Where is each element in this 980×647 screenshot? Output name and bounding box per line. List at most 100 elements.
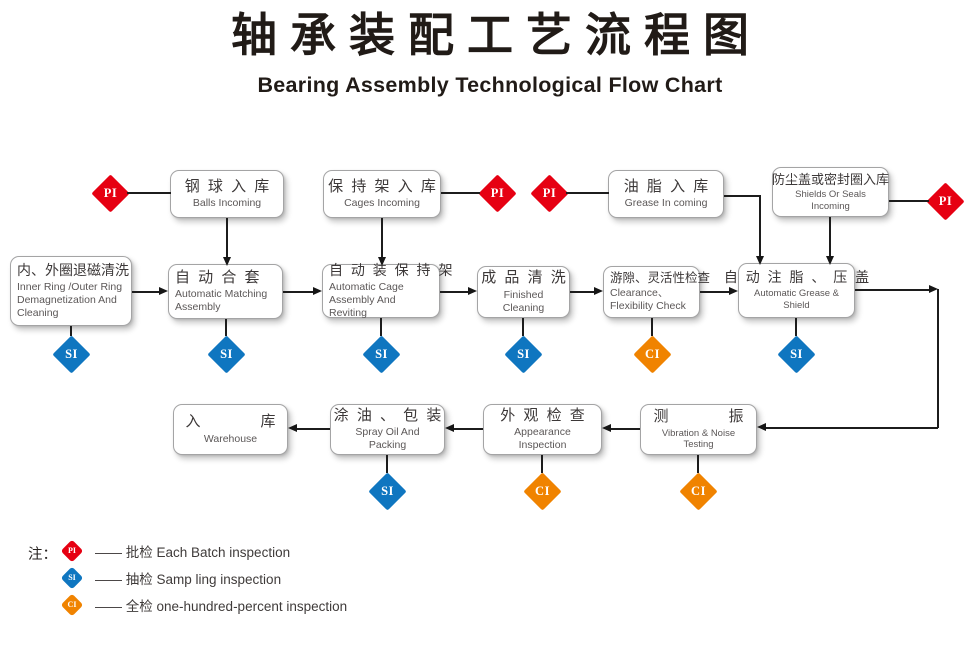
node-label-zh: 自 动 装 保 持 架 — [329, 262, 453, 279]
node-cage-assembly: 自 动 装 保 持 架 Automatic Cage Assembly And … — [322, 262, 452, 319]
node-label-zh: 内、外圈退磁清洗 — [17, 262, 129, 279]
edge-shields-to-grease-shield — [829, 217, 831, 256]
si-marker-icon: SI — [60, 566, 83, 590]
node-label-en: Cages Incoming — [344, 197, 420, 210]
edge-clearance-to-grease-shield — [700, 291, 730, 293]
node-appearance-inspection: 外 观 检 查 Appearance Inspection — [483, 404, 602, 455]
arrowhead-down — [755, 256, 764, 265]
node-label-zh: 游隙、灵活性检查 — [610, 270, 711, 285]
node-label-zh: 测 振 — [653, 407, 744, 425]
node-label-zh: 外 观 检 查 — [500, 406, 585, 424]
stem-cage-assembly-si — [380, 318, 382, 336]
node-label-en: Spray Oil And Packing — [355, 426, 420, 452]
node-grease-and-shield: 自 动 注 脂 、 压 盖 Automatic Grease & Shield — [724, 263, 869, 318]
node-clearance-check: 游隙、灵活性检查 Clearance、 Flexibility Check — [603, 266, 710, 318]
node-label-en: Clearance、 Flexibility Check — [610, 287, 686, 313]
node-finished-cleaning: 成 品 清 洗 Finished Cleaning — [477, 266, 570, 318]
legend-item-text: —— 全检 one-hundred-percent inspection — [95, 599, 348, 614]
legend-note-label: 注： — [28, 547, 57, 563]
arrowhead-right — [929, 285, 938, 294]
node-label-en: Warehouse — [203, 432, 258, 445]
si-marker-diamond: SI — [367, 471, 407, 511]
node-label-en: Balls Incoming — [192, 197, 262, 210]
node-label-en: Finished Cleaning — [502, 288, 545, 314]
edge-right-vertical — [937, 289, 939, 429]
legend-item-text: —— 抽检 Samp ling inspection — [95, 572, 282, 587]
arrowhead-right — [313, 287, 322, 296]
si-marker-diamond: SI — [776, 334, 816, 374]
ci-marker-icon: CI — [60, 593, 83, 617]
edge-vibration-to-appearance — [611, 428, 640, 430]
node-automatic-matching: 自 动 合 套 Automatic Matching Assembly — [168, 264, 283, 319]
node-label-zh: 钢 球 入 库 — [184, 177, 270, 195]
node-label-zh: 自 动 注 脂 、 压 盖 — [723, 269, 870, 286]
edge-grease-bend-horizontal — [724, 195, 761, 197]
arrowhead-right — [159, 287, 168, 296]
arrowhead-down — [825, 256, 834, 265]
node-warehouse: 入 库 Warehouse — [173, 404, 288, 455]
node-label-zh: 涂 油 、 包 装 — [333, 406, 442, 424]
node-balls-incoming: 钢 球 入 库 Balls Incoming — [170, 170, 284, 218]
legend-item-ci: CI —— 全检 one-hundred-percent inspection — [60, 593, 348, 617]
edge-shields-to-pi — [889, 200, 929, 202]
pi-marker-icon: PI — [60, 539, 83, 563]
node-spray-oil-packing: 涂 油 、 包 装 Spray Oil And Packing — [330, 404, 445, 455]
edge-grease-shield-out — [855, 289, 930, 291]
stem-grease-shield-si — [795, 318, 797, 336]
stem-appearance-ci — [541, 455, 543, 473]
arrowhead-right — [468, 287, 477, 296]
node-demagnetization-cleaning: 内、外圈退磁清洗 Inner Ring /Outer Ring Demagnet… — [10, 256, 132, 326]
node-vibration-testing: 测 振 Vibration & Noise Testing — [640, 404, 757, 455]
edge-spray-to-warehouse — [297, 428, 330, 430]
edge-grease-to-grease-shield — [759, 195, 761, 257]
arrowhead-down — [377, 257, 386, 266]
stem-vibration-ci — [697, 455, 699, 473]
edge-cleaning-to-clearance — [570, 291, 595, 293]
si-marker-diamond: SI — [206, 334, 246, 374]
node-label-en: Inner Ring /Outer Ring Demagnetization A… — [17, 280, 123, 319]
stem-cleaning-si — [522, 318, 524, 336]
arrowhead-left — [445, 424, 454, 433]
arrowhead-left — [288, 424, 297, 433]
node-label-zh: 入 库 — [185, 413, 276, 431]
node-label-zh: 自 动 合 套 — [175, 268, 260, 286]
node-label-zh: 保 持 架 入 库 — [328, 177, 436, 195]
ci-marker-diamond: CI — [522, 471, 562, 511]
si-marker-diamond: SI — [361, 334, 401, 374]
edge-pi-to-grease — [566, 192, 609, 194]
node-label-zh: 成 品 清 洗 — [481, 269, 566, 286]
node-label-en: Shields Or Seals Incoming — [795, 188, 866, 212]
legend-item-text: —— 批检 Each Batch inspection — [95, 545, 291, 560]
node-label-en: Grease In coming — [624, 197, 708, 210]
stem-clearance-ci — [651, 318, 653, 336]
node-label-en: Appearance Inspection — [514, 426, 571, 452]
arrowhead-right — [594, 287, 603, 296]
stem-spray-si — [386, 455, 388, 473]
node-label-en: Automatic Matching Assembly — [175, 288, 268, 314]
edge-demag-to-matching — [132, 291, 160, 293]
edge-cages-to-pi — [441, 192, 480, 194]
page-subtitle: Bearing Assembly Technological Flow Char… — [257, 73, 723, 97]
edge-cage-assembly-to-cleaning — [440, 291, 469, 293]
pi-marker-diamond: PI — [90, 173, 130, 213]
ci-marker-diamond: CI — [632, 334, 672, 374]
node-label-en: Automatic Grease & Shield — [753, 287, 839, 311]
edge-appearance-to-spray — [454, 428, 483, 430]
node-cages-incoming: 保 持 架 入 库 Cages Incoming — [323, 170, 441, 218]
pi-marker-diamond: PI — [925, 181, 965, 221]
arrowhead-down — [222, 257, 231, 266]
edge-pi-to-balls — [127, 192, 171, 194]
edge-to-vibration — [766, 427, 938, 429]
si-marker-diamond: SI — [503, 334, 543, 374]
legend-item-pi: PI —— 批检 Each Batch inspection — [60, 539, 291, 563]
node-grease-incoming: 油 脂 入 库 Grease In coming — [608, 170, 724, 218]
si-marker-diamond: SI — [51, 334, 91, 374]
pi-marker-diamond: PI — [529, 173, 569, 213]
page-title: 轴承装配工艺流程图 — [231, 9, 762, 61]
ci-marker-diamond: CI — [678, 471, 718, 511]
node-label-en: Vibration & Noise Testing — [661, 427, 736, 451]
node-label-zh: 油 脂 入 库 — [623, 177, 709, 195]
pi-marker-diamond: PI — [477, 173, 517, 213]
legend-item-si: SI —— 抽检 Samp ling inspection — [60, 566, 282, 590]
